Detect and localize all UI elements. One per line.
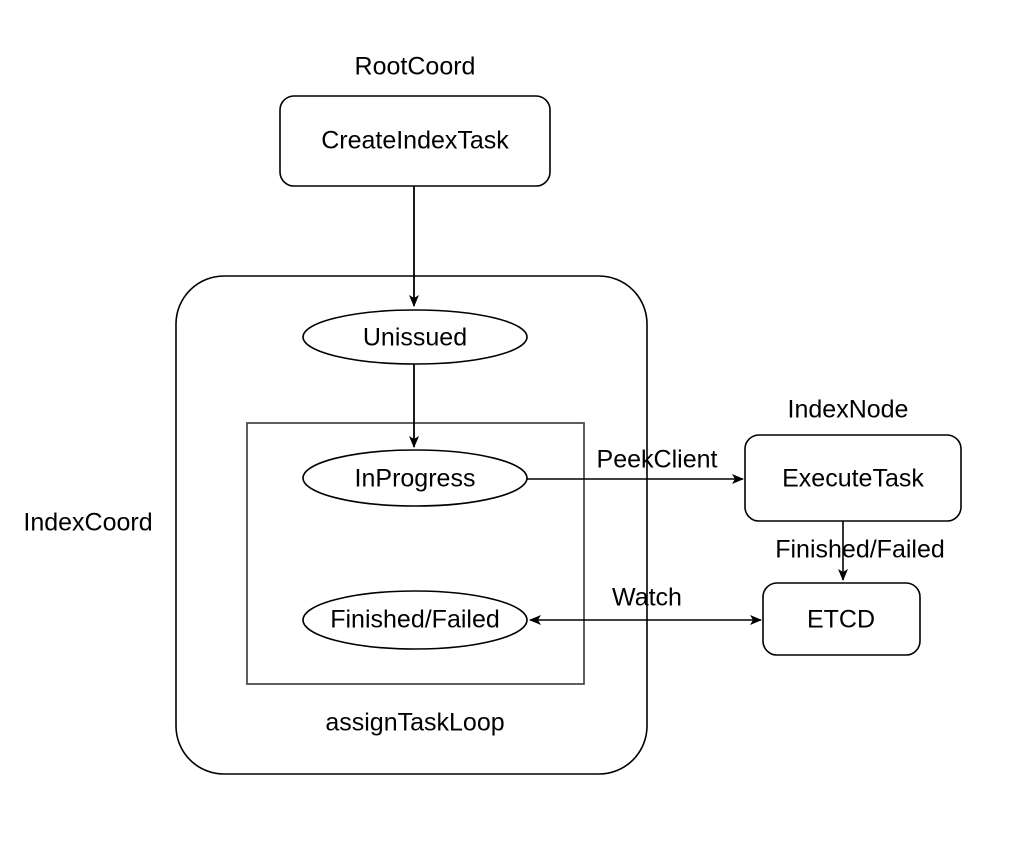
- group-label-indexnode: IndexNode: [787, 395, 909, 424]
- node-create-index-task-shape[interactable]: [279, 95, 551, 187]
- node-label-finished-failed-state[interactable]: Finished/Failed: [330, 605, 500, 634]
- edge-label-peekclient: PeekClient: [596, 445, 718, 474]
- group-label-indexcoord: IndexCoord: [23, 508, 153, 537]
- group-label-rootcoord: RootCoord: [354, 52, 476, 81]
- group-label-assigntaskloop: assignTaskLoop: [325, 708, 505, 737]
- node-execute-task-shape[interactable]: [744, 434, 962, 522]
- node-label-execute-task[interactable]: ExecuteTask: [782, 464, 924, 493]
- node-label-in-progress[interactable]: InProgress: [354, 464, 476, 493]
- node-etcd-shape[interactable]: [762, 582, 921, 656]
- node-label-unissued[interactable]: Unissued: [362, 323, 468, 352]
- node-unissued-shape[interactable]: [302, 309, 528, 365]
- node-label-create-index-task[interactable]: CreateIndexTask: [321, 126, 509, 155]
- node-in-progress-shape[interactable]: [302, 449, 528, 507]
- edge-label-finished-failed: Finished/Failed: [775, 535, 945, 564]
- node-finished-failed-state-shape[interactable]: [302, 590, 528, 650]
- edge-label-watch: Watch: [612, 583, 682, 612]
- group-indexcoord-boundary: [175, 275, 648, 775]
- node-label-etcd[interactable]: ETCD: [806, 605, 876, 634]
- group-assigntaskloop-boundary: [246, 422, 585, 685]
